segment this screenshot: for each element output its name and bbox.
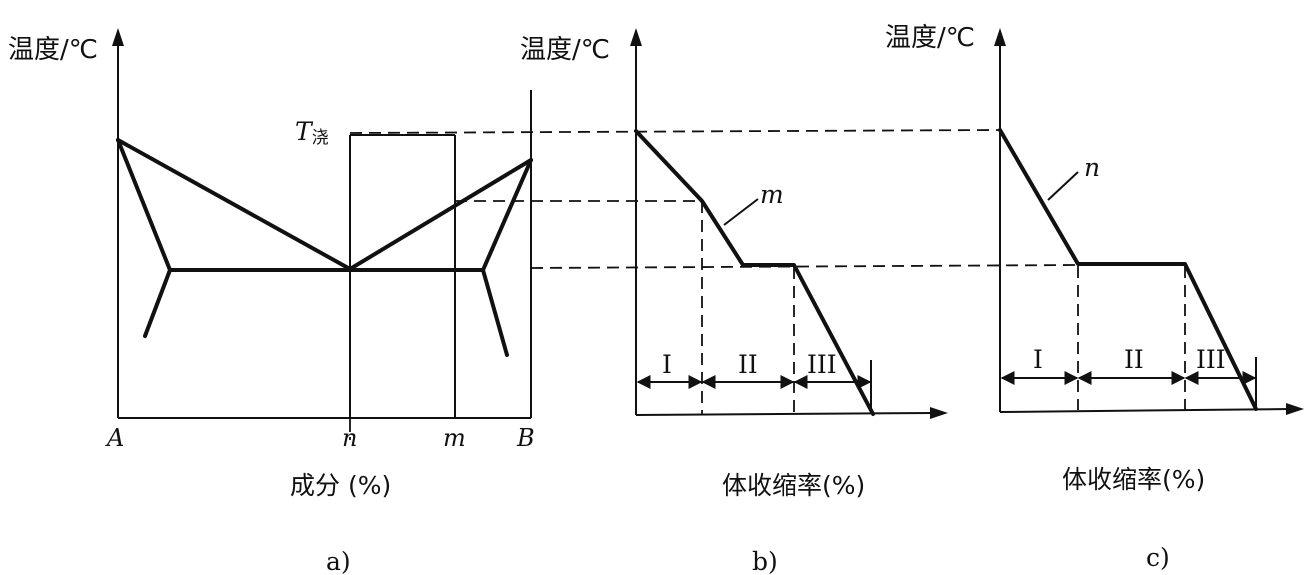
panel-b-x-axis-title: 体收缩率(%): [722, 471, 865, 500]
pour-temp-leader: [349, 129, 1001, 134]
panel-c-stage-i: I: [1033, 345, 1043, 374]
panel-b-curve-label: m: [760, 180, 784, 209]
panel-b-stage-iii: III: [807, 350, 837, 379]
liquidus-line: [116, 138, 533, 271]
eutectic-leader: [530, 264, 1079, 269]
point-a-label: A: [105, 424, 124, 452]
panel-a-phase-diagram: 温度/℃ T浇 A n m B 成分 (%) a): [8, 28, 535, 575]
panel-b-shrinkage-curve: 温度/℃ m I II III 体收缩率(%) b): [520, 28, 948, 575]
panel-b-stage-ii: II: [738, 350, 758, 379]
point-b-label: B: [516, 424, 535, 452]
solvus-left: [143, 268, 172, 338]
solidus-right: [481, 158, 533, 272]
panel-b-x-axis: [635, 412, 935, 416]
panel-b-y-arrow: [630, 28, 642, 46]
point-n-label: n: [342, 424, 357, 452]
panel-c-curve-leader: [1047, 171, 1079, 201]
panel-c-y-axis-title: 温度/℃: [885, 23, 975, 53]
panel-c-curve-label: n: [1084, 153, 1100, 182]
pour-temp-label: T浇: [295, 117, 329, 148]
panel-b-x-arrow: [930, 407, 948, 419]
solidus-left: [116, 138, 172, 272]
panel-c-curve-n: [998, 128, 1258, 411]
temperature-leader-lines: [349, 129, 1079, 269]
panel-c-x-axis-title: 体收缩率(%): [1062, 465, 1205, 494]
panel-c-shrinkage-curve: 温度/℃ n I II III 体收缩率(%) c): [885, 23, 1304, 572]
panel-b-curve-m: [634, 129, 875, 416]
panel-a-up-arrow: [112, 28, 124, 46]
solvus-right: [481, 268, 509, 357]
panel-a-caption: a): [326, 547, 351, 575]
panel-a-x-axis-title: 成分 (%): [290, 471, 391, 500]
panel-c-caption: c): [1146, 543, 1170, 572]
point-m-label: m: [443, 424, 466, 452]
panel-c-x-axis: [999, 408, 1291, 413]
panel-c-x-arrow: [1286, 403, 1304, 415]
panel-b-curve-leader: [723, 198, 759, 226]
panel-c-y-arrow: [994, 28, 1006, 46]
panel-b-caption: b): [752, 547, 778, 575]
panel-b-y-axis-title: 温度/℃: [520, 35, 610, 65]
panel-c-stage-iii: III: [1196, 345, 1226, 374]
panel-b-stage-i: I: [662, 350, 672, 379]
panel-a-y-axis-title: 温度/℃: [8, 35, 98, 65]
panel-c-stage-ii: II: [1124, 345, 1144, 374]
